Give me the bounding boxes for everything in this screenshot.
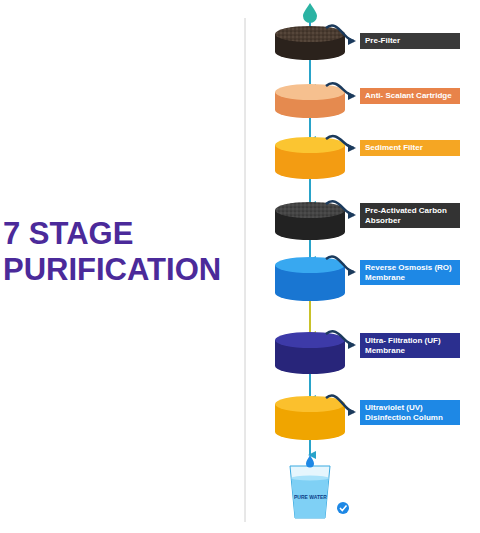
stage-label-box: Pre-Activated Carbon Absorber [360, 203, 460, 228]
stage-label-box: Ultraviolet (UV) Disinfection Column [360, 400, 460, 425]
stage-label-box: Sediment Filter [360, 140, 460, 156]
stage-label-text: Anti- Scalant Cartridge [365, 91, 455, 101]
stage-label-text: Ultraviolet (UV) Disinfection Column [365, 403, 455, 422]
stage-label-box: Pre-Filter [360, 33, 460, 49]
glass-label: PURE WATER [294, 494, 327, 500]
stage-label-text: Sediment Filter [365, 143, 455, 153]
stage-label-text: Reverse Osmosis (RO) Membrane [365, 263, 455, 282]
stage-label-box: Reverse Osmosis (RO) Membrane [360, 260, 460, 285]
stage-label-box: Ultra- Filtration (UF) Membrane [360, 333, 460, 358]
stage-label-text: Ultra- Filtration (UF) Membrane [365, 336, 455, 355]
stage-label-text: PURE WATER [294, 494, 327, 500]
diagram-title: 7 STAGE PURIFICATION [3, 216, 239, 288]
stage-label-box: Anti- Scalant Cartridge [360, 88, 460, 104]
stage-label-text: Pre-Activated Carbon Absorber [365, 206, 455, 225]
stage-label-text: Pre-Filter [365, 36, 455, 46]
